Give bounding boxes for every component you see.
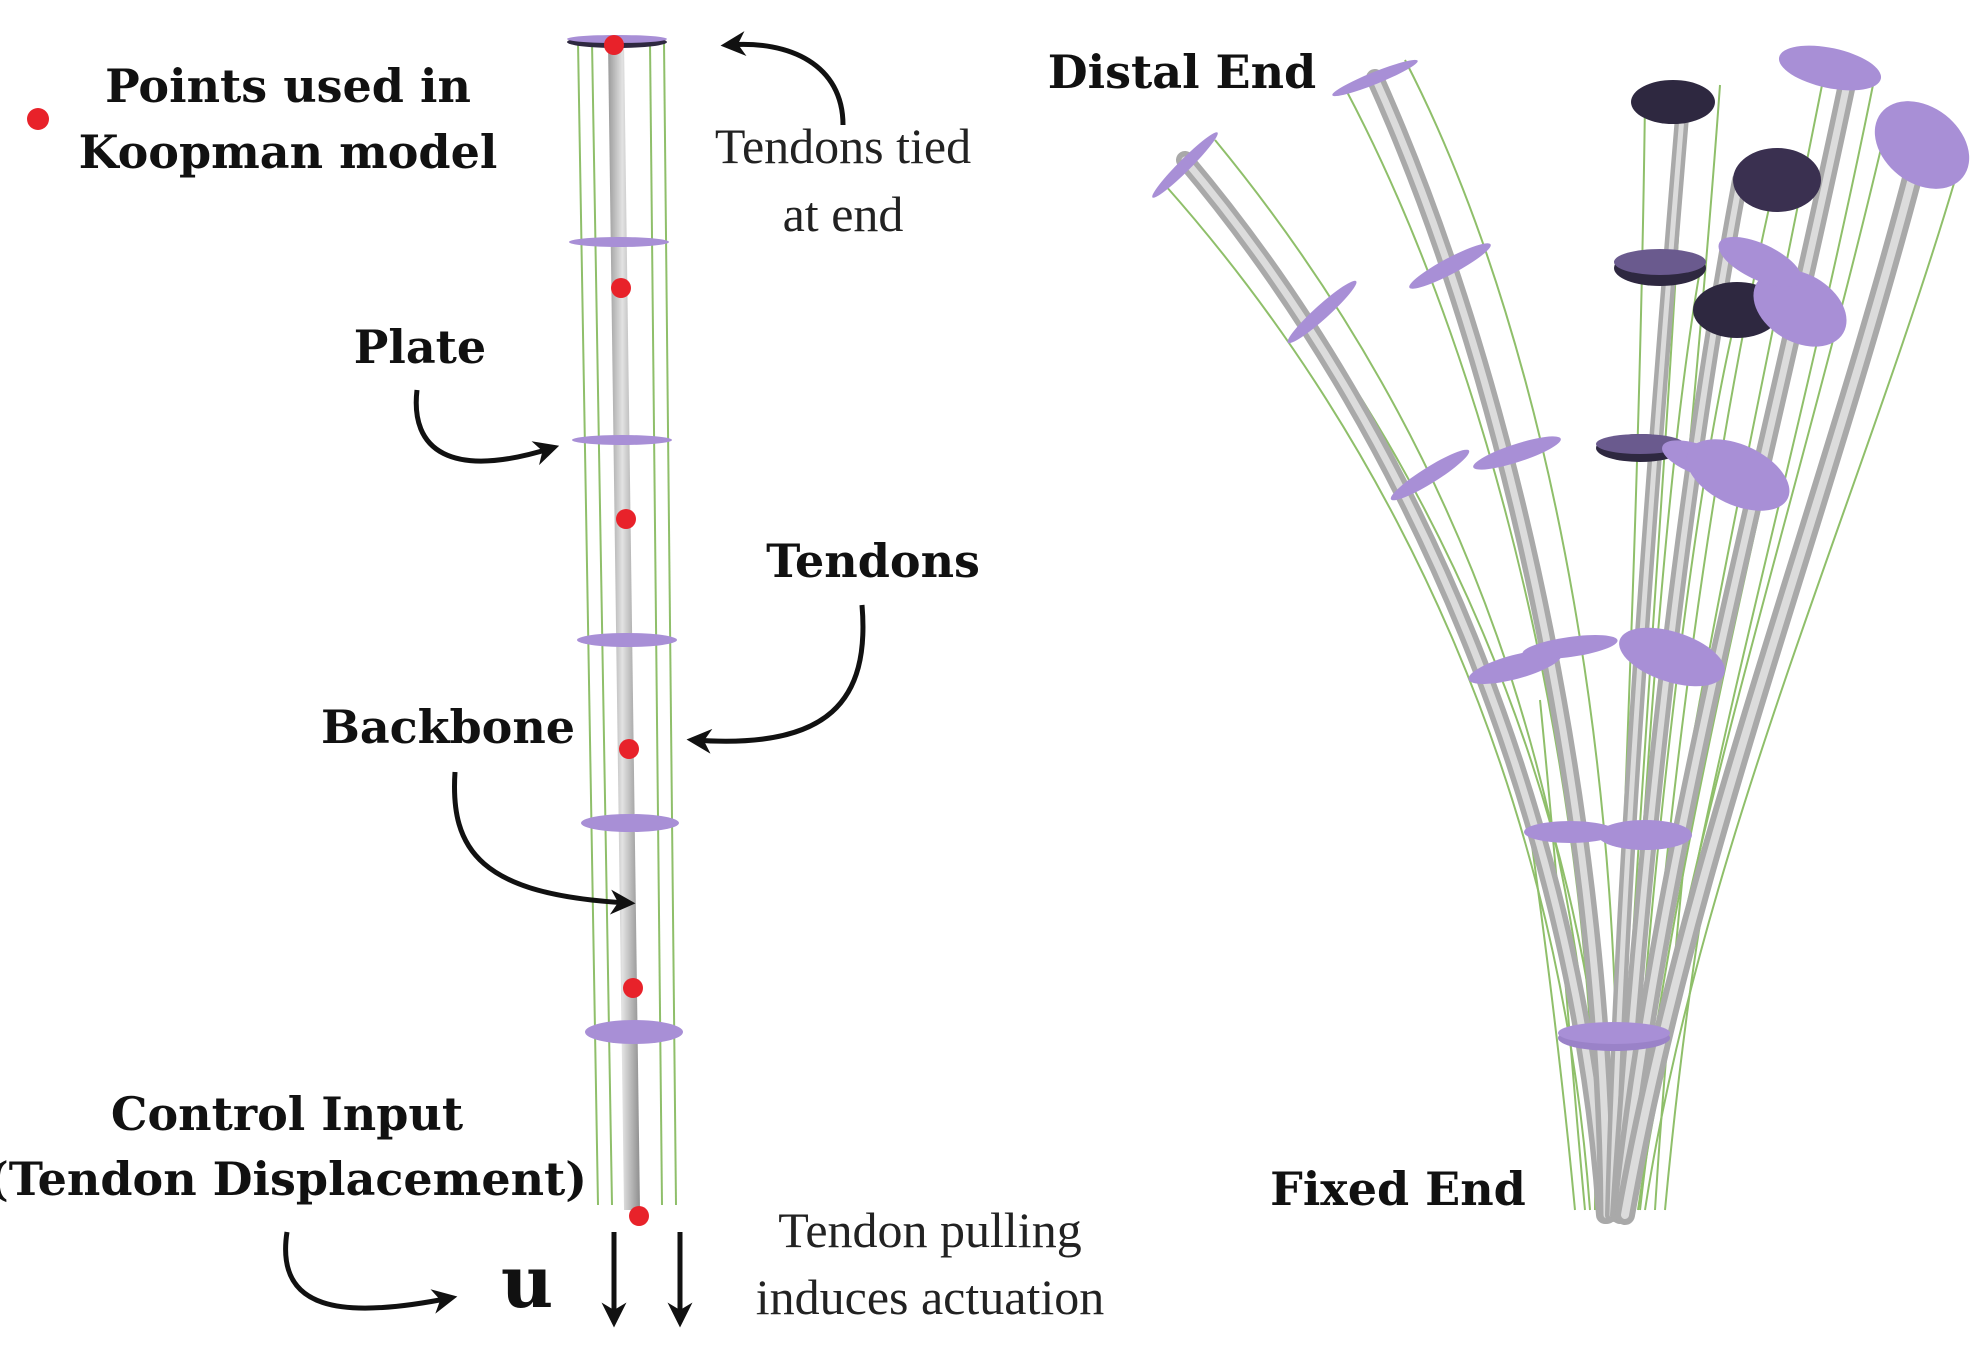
koopman-point — [604, 35, 624, 55]
right-plate-top — [1152, 132, 1218, 198]
right-plate-top — [1778, 45, 1882, 91]
right-plates — [1152, 45, 1970, 1051]
legend-marker — [27, 108, 49, 130]
left-plate — [572, 435, 672, 445]
koopman-point — [619, 739, 639, 759]
distal-end-label: Distal End — [1048, 45, 1316, 99]
right-plate — [1753, 269, 1847, 347]
right-plate — [1598, 820, 1692, 850]
koopman-point — [616, 509, 636, 529]
right-plate — [1287, 280, 1357, 344]
fixed-end-label: Fixed End — [1270, 1162, 1526, 1216]
tendon-pulling-label-line2: induces actuation — [756, 1269, 1105, 1325]
tendons-tied-label-line2: at end — [783, 186, 904, 242]
left-tendons — [577, 41, 677, 1206]
control-input-label-line2: (Tendon Displacement) — [0, 1152, 587, 1206]
plate-arrow — [413, 389, 560, 466]
tendons-arrow — [686, 604, 866, 754]
right-plate — [1619, 627, 1725, 687]
right-plate — [1522, 635, 1618, 659]
backbone-a — [1176, 151, 1614, 1224]
backbone-label: Backbone — [321, 700, 575, 754]
right-plate — [1409, 243, 1491, 289]
legend-label-line2: Koopman model — [79, 125, 498, 179]
koopman-point — [629, 1206, 649, 1226]
tendons-label: Tendons — [766, 534, 980, 588]
koopman-points — [604, 35, 649, 1226]
koopman-point — [611, 278, 631, 298]
right-plate-top-dark — [1631, 80, 1715, 124]
left-plate — [581, 814, 679, 832]
right-plate-top — [1874, 101, 1970, 189]
right-robots — [1152, 45, 1970, 1225]
right-plate — [1473, 436, 1561, 470]
left-plate — [569, 237, 669, 247]
tendon-pulling-label-line1: Tendon pulling — [778, 1202, 1081, 1258]
control-input-arrow — [283, 1231, 458, 1314]
legend-label-line1: Points used in — [105, 59, 471, 113]
tendons-tied-label-line1: Tendons tied — [715, 118, 971, 174]
backbone-arrow — [451, 771, 636, 915]
control-input-symbol: u — [501, 1239, 553, 1324]
left-plate — [585, 1020, 683, 1044]
right-plate — [1718, 236, 1802, 288]
left-backbone — [608, 42, 640, 1210]
left-robot — [567, 35, 683, 1226]
left-plate — [577, 633, 677, 647]
right-plate-top-dark — [1733, 148, 1821, 212]
koopman-point — [623, 978, 643, 998]
right-plate — [1390, 449, 1470, 501]
plate-label: Plate — [354, 320, 486, 374]
control-input-label-line1: Control Input — [111, 1087, 464, 1141]
right-plate — [1686, 439, 1790, 511]
right-plate-top — [1332, 59, 1418, 97]
right-plate — [1524, 821, 1616, 843]
tendons-tied-arrow — [720, 31, 846, 126]
